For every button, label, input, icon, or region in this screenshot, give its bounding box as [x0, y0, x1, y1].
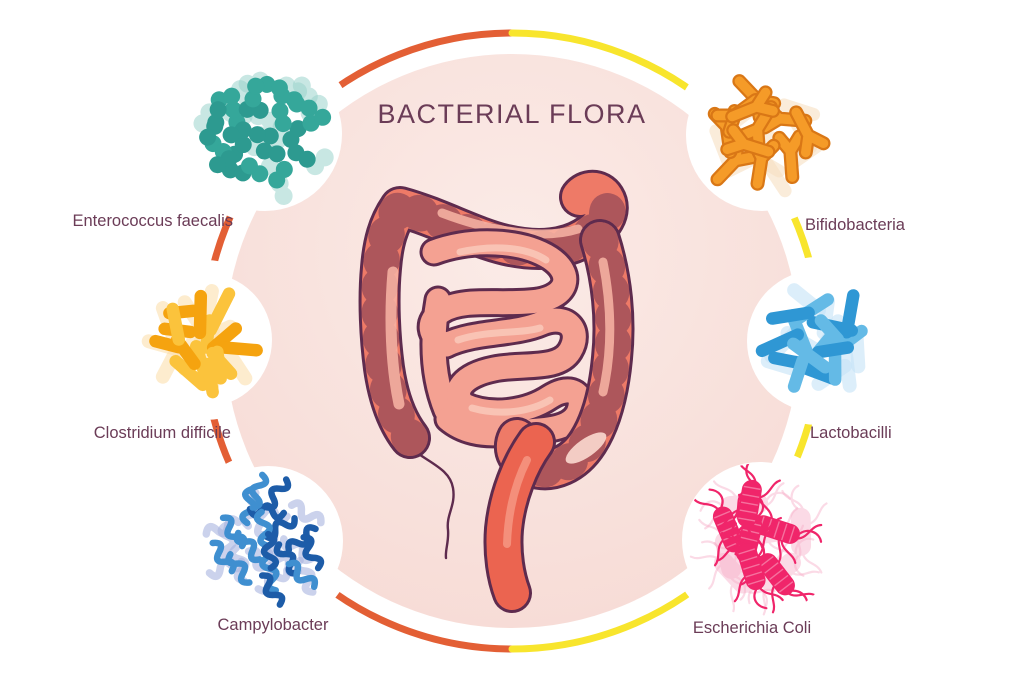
bacteria-bifidobacteria-illustration: [686, 59, 838, 211]
label-lactobacilli: Lactobacilli: [810, 424, 892, 442]
intestines-illustration: [358, 169, 635, 613]
colon-sheen-left: [385, 266, 405, 410]
bacteria-ecoli-illustration: [682, 462, 838, 618]
sigmoid-highlight: [565, 432, 607, 464]
label-clostridium-difficile: Clostridium difficile: [93, 424, 231, 442]
si-fill: [422, 288, 458, 422]
bacteria-circles: [138, 57, 889, 618]
si-sheen: [454, 324, 544, 344]
bacteria-campylobacter-illustration: [193, 466, 343, 616]
si-sheen: [456, 244, 550, 264]
label-bifidobacteria: Bifidobacteria: [805, 216, 905, 234]
colon-right-sheen: [598, 257, 615, 397]
label-enterococcus-faecalis: Enterococcus faecalis: [72, 212, 234, 230]
bacteria-lactobacilli-illustration: [747, 270, 889, 412]
bacteria-enterococcus-illustration: [188, 57, 342, 211]
rectum-sheen: [503, 456, 531, 548]
label-campylobacter: Campylobacter: [217, 616, 329, 634]
small-intestine: [416, 228, 595, 449]
colon-fill: [361, 172, 626, 456]
diagram-title: BACTERIAL FLORA: [377, 99, 647, 129]
si-sheen: [468, 396, 554, 416]
label-escherichia-coli: Escherichia Coli: [692, 619, 812, 637]
appendix: [411, 448, 455, 560]
bacteria-clostridium-illustration: [138, 273, 272, 407]
